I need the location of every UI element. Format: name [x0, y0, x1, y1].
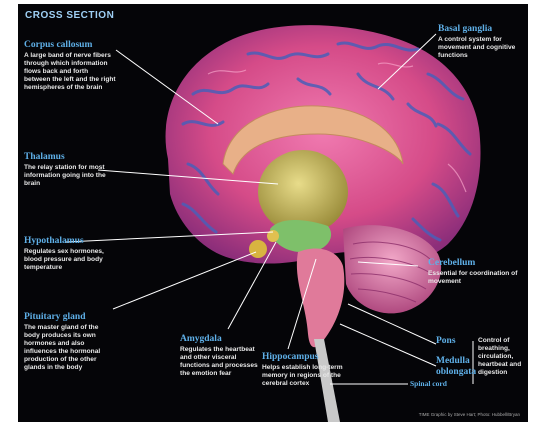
- label-medulla-oblongata: Medulla oblongata: [436, 356, 476, 378]
- thalamus-title: Thalamus: [24, 152, 106, 163]
- image-credit: TIME Graphic by Steve Hart; Photo: Hubbe…: [419, 412, 520, 417]
- label-hippocampus: Hippocampus Helps establish long-term me…: [262, 352, 346, 388]
- label-corpus-callosum: Corpus callosum A large band of nerve fi…: [24, 40, 116, 92]
- label-basal-ganglia: Basal ganglia A control system for movem…: [438, 24, 524, 60]
- label-pons: Pons: [436, 336, 472, 347]
- pons-title: Pons: [436, 336, 472, 347]
- label-thalamus: Thalamus The relay station for most info…: [24, 152, 106, 188]
- brainstem-note-desc: Control of breathing, circulation, heart…: [478, 337, 526, 377]
- corpus-callosum-title: Corpus callosum: [24, 40, 116, 51]
- corpus-callosum-desc: A large band of nerve fibers through whi…: [24, 52, 116, 92]
- thalamus-desc: The relay station for most information g…: [24, 164, 106, 188]
- label-spinal-cord: Spinal cord: [410, 378, 480, 389]
- label-pituitary-gland: Pituitary gland The master gland of the …: [24, 312, 112, 372]
- section-title: CROSS SECTION: [25, 10, 114, 21]
- hypothalamus-title: Hypothalamus: [24, 236, 104, 247]
- hippocampus-desc: Helps establish long-term memory in regi…: [262, 364, 346, 388]
- pituitary-title: Pituitary gland: [24, 312, 112, 323]
- hypothalamus-desc: Regulates sex hormones, blood pressure a…: [24, 248, 104, 272]
- hippocampus-title: Hippocampus: [262, 352, 346, 363]
- basal-ganglia-title: Basal ganglia: [438, 24, 524, 35]
- brain-diagram-panel: CROSS SECTION Corpus callosum A large ba…: [18, 4, 528, 422]
- pituitary-desc: The master gland of the body produces it…: [24, 324, 112, 372]
- amygdala-title: Amygdala: [180, 334, 258, 345]
- basal-ganglia-desc: A control system for movement and cognit…: [438, 36, 524, 60]
- spinal-cord-title: Spinal cord: [410, 378, 480, 389]
- pituitary-gland: [249, 240, 267, 258]
- label-brainstem-note: Control of breathing, circulation, heart…: [478, 336, 526, 377]
- cerebellum-title: Cerebellum: [428, 258, 524, 269]
- label-hypothalamus: Hypothalamus Regulates sex hormones, blo…: [24, 236, 104, 272]
- amygdala-desc: Regulates the heartbeat and other viscer…: [180, 346, 258, 378]
- cerebellum-desc: Essential for coordination of movement: [428, 270, 524, 286]
- label-cerebellum: Cerebellum Essential for coordination of…: [428, 258, 524, 286]
- medulla-title: Medulla oblongata: [436, 356, 476, 378]
- label-amygdala: Amygdala Regulates the heartbeat and oth…: [180, 334, 258, 378]
